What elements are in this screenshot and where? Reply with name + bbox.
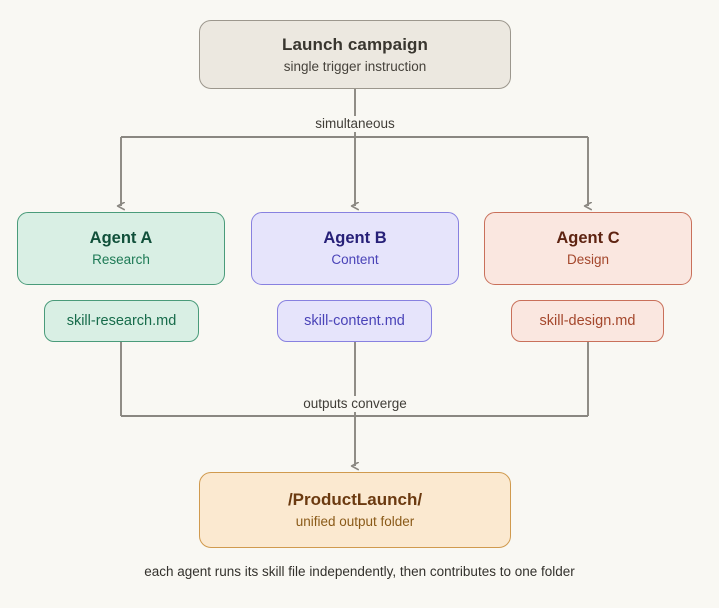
agent-a-role: Research (92, 252, 150, 268)
output-folder-node[interactable]: /ProductLaunch/ unified output folder (199, 472, 511, 548)
trigger-subtitle: single trigger instruction (283, 58, 427, 74)
diagram-caption: each agent runs its skill file independe… (144, 564, 575, 579)
agent-node-a[interactable]: Agent A Research (17, 212, 225, 285)
agent-c-title: Agent C (556, 229, 620, 248)
agent-b-role: Content (331, 252, 379, 268)
edge-label-outputs-converge: outputs converge (296, 396, 414, 413)
agent-node-c[interactable]: Agent C Design (484, 212, 692, 285)
trigger-node[interactable]: Launch campaign single trigger instructi… (199, 20, 511, 89)
agent-c-role: Design (566, 252, 610, 268)
skill-file-node-research[interactable]: skill-research.md (44, 300, 199, 342)
output-folder-title: /ProductLaunch/ (287, 490, 423, 510)
edge-label-simultaneous: simultaneous (308, 116, 402, 133)
output-folder-subtitle: unified output folder (295, 514, 415, 530)
trigger-title: Launch campaign (281, 34, 429, 54)
agent-node-b[interactable]: Agent B Content (251, 212, 459, 285)
skill-file-node-design[interactable]: skill-design.md (511, 300, 664, 342)
agent-a-title: Agent A (89, 229, 153, 248)
skill-file-node-content[interactable]: skill-content.md (277, 300, 432, 342)
agent-b-title: Agent B (323, 229, 387, 248)
